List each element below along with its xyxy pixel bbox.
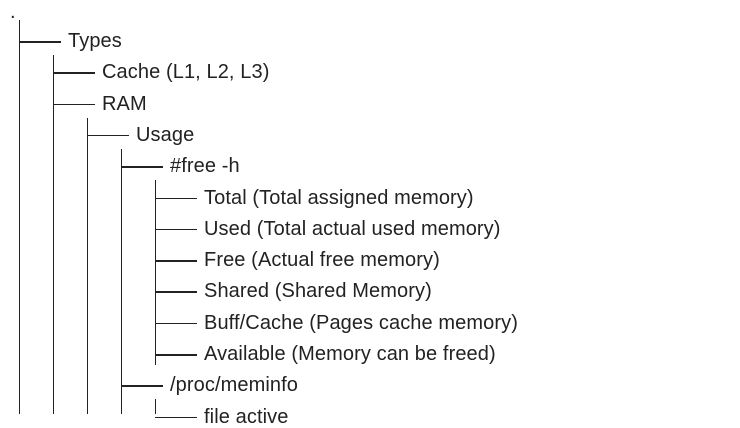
tree-vertical-line [87, 117, 88, 414]
tree-vertical-line [155, 180, 156, 365]
tree-node-label: RAM [102, 92, 147, 115]
tree-node-label: file active [204, 405, 289, 428]
tree-node-label: Buff/Cache (Pages cache memory) [204, 311, 518, 334]
tree-node-label: Used (Total actual used memory) [204, 217, 501, 240]
tree-node-label: #free -h [170, 155, 240, 178]
tree-vertical-line [121, 148, 122, 414]
tree-node-label: Total (Total assigned memory) [204, 186, 474, 209]
tree-node-label: Free (Actual free memory) [204, 249, 440, 272]
tree-root: . [10, 1, 16, 23]
tree-vertical-line [155, 399, 156, 414]
tree-node-label: Available (Memory can be freed) [204, 343, 496, 365]
tree-node-label: Cache (L1, L2, L3) [102, 61, 270, 84]
tree-node-label: Shared (Shared Memory) [204, 280, 432, 303]
tree-vertical-line [53, 55, 54, 414]
tree-node-label: Usage [136, 123, 195, 146]
tree-node-label: Types [68, 30, 122, 52]
tree-vertical-line [19, 20, 20, 414]
tree-node-label: /proc/meminfo [170, 374, 299, 397]
